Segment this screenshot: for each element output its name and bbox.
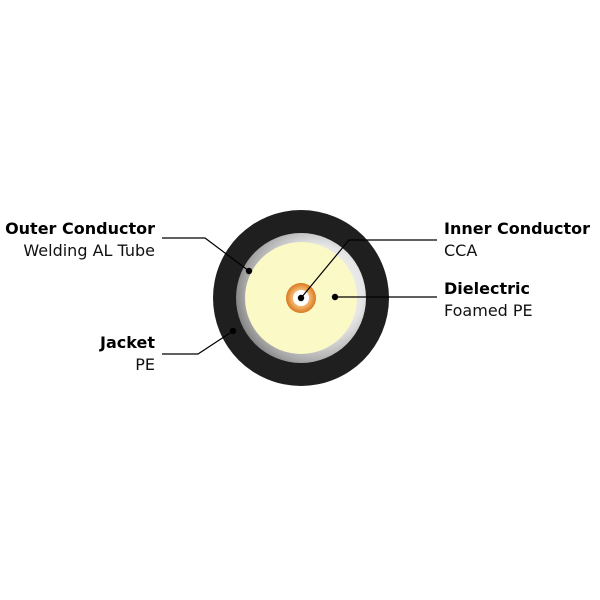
callout-outer-conductor: Outer Conductor Welding AL Tube [5, 219, 155, 260]
outer-conductor-leader [162, 237, 250, 272]
jacket-marker [229, 327, 237, 335]
dielectric-title: Dielectric [444, 279, 530, 298]
jacket-leader [162, 330, 234, 355]
dielectric-marker [331, 293, 339, 301]
outer-conductor-material: Welding AL Tube [23, 241, 155, 260]
callout-jacket: Jacket PE [99, 333, 155, 374]
dielectric-material: Foamed PE [444, 301, 533, 320]
inner-conductor-material: CCA [444, 241, 477, 260]
inner-conductor-leader [300, 239, 437, 299]
outer-conductor-title: Outer Conductor [5, 219, 155, 238]
inner-conductor-marker [297, 294, 305, 302]
outer-conductor-marker [245, 267, 253, 275]
leader-lines [162, 237, 437, 355]
jacket-title: Jacket [99, 333, 155, 352]
inner-conductor-title: Inner Conductor [444, 219, 590, 238]
callout-inner-conductor: Inner Conductor CCA [444, 219, 590, 260]
callout-dielectric: Dielectric Foamed PE [444, 279, 533, 320]
jacket-material: PE [135, 355, 155, 374]
